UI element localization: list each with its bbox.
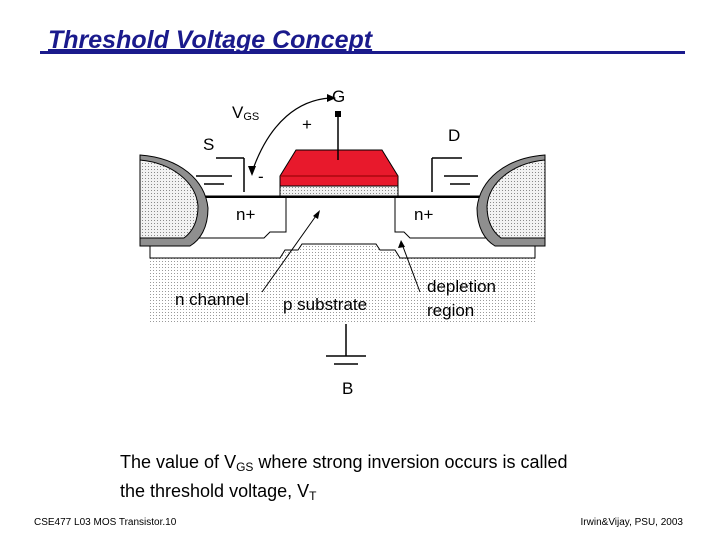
slide-title: Threshold Voltage Concept bbox=[48, 26, 373, 54]
threshold-caption: The value of VGS where strong inversion … bbox=[120, 450, 680, 508]
caption-text-1: The value of V bbox=[120, 452, 237, 472]
caption-sub-2: T bbox=[309, 489, 317, 503]
gate-oxide bbox=[279, 185, 399, 197]
depletion-label-line2: region bbox=[427, 301, 474, 320]
footer-course: CSE477 L03 MOS Transistor.10 bbox=[34, 517, 177, 528]
vgs-arrow bbox=[251, 97, 331, 173]
body-label: B bbox=[342, 379, 353, 398]
plus-label: + bbox=[302, 115, 312, 134]
vgs-label: VGS bbox=[232, 103, 259, 123]
footer-credit: Irwin&Vijay, PSU, 2003 bbox=[580, 517, 683, 528]
n-channel-pointer bbox=[261, 212, 319, 293]
drain-label: D bbox=[448, 126, 460, 145]
caption-sub-1: GS bbox=[236, 460, 254, 474]
n-plus-left-label: n+ bbox=[236, 205, 255, 224]
source-label: S bbox=[203, 135, 214, 154]
depletion-pointer bbox=[401, 243, 421, 293]
source-contact bbox=[196, 158, 244, 192]
n-channel-label: n channel bbox=[175, 290, 249, 309]
surface-line bbox=[150, 196, 535, 198]
gate-label: G bbox=[332, 87, 345, 106]
gate-electrode bbox=[279, 149, 399, 187]
p-substrate-label: p substrate bbox=[283, 295, 367, 314]
vgs-sub: GS bbox=[243, 111, 259, 123]
n-plus-right-label: n+ bbox=[414, 205, 433, 224]
minus-label: - bbox=[258, 167, 264, 186]
vgs-main: V bbox=[232, 103, 244, 122]
depletion-label-line1: depletion bbox=[427, 277, 496, 296]
caption-text-2: where strong inversion occurs is called bbox=[253, 452, 568, 472]
title-underline bbox=[40, 51, 685, 54]
caption-text-3: the threshold voltage, V bbox=[120, 481, 310, 501]
